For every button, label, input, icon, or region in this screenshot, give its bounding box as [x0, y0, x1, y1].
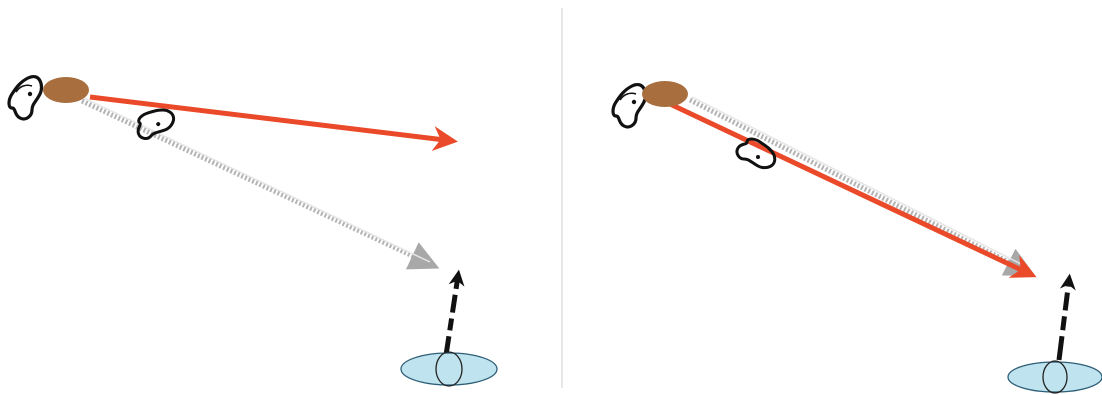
- person-base-icon: [1008, 361, 1102, 393]
- ear-icon: [613, 85, 646, 127]
- person-base-icon: [401, 352, 497, 386]
- left-panel: [9, 77, 497, 386]
- ear-icon: [9, 77, 42, 119]
- head-icon: [43, 77, 89, 103]
- gaze-arrow: [90, 97, 453, 141]
- up-arrow-icon: [1059, 280, 1069, 360]
- dotted-sightline-shadow: [84, 98, 430, 262]
- dotted-sightline-arrow: [82, 101, 434, 266]
- gaze-arrow: [670, 104, 1032, 275]
- up-arrow-icon: [445, 276, 458, 362]
- right-panel: [613, 81, 1102, 393]
- head-icon: [642, 81, 688, 107]
- dotted-sightline-shadow: [692, 97, 1025, 266]
- dotted-sightline-arrow: [690, 100, 1030, 273]
